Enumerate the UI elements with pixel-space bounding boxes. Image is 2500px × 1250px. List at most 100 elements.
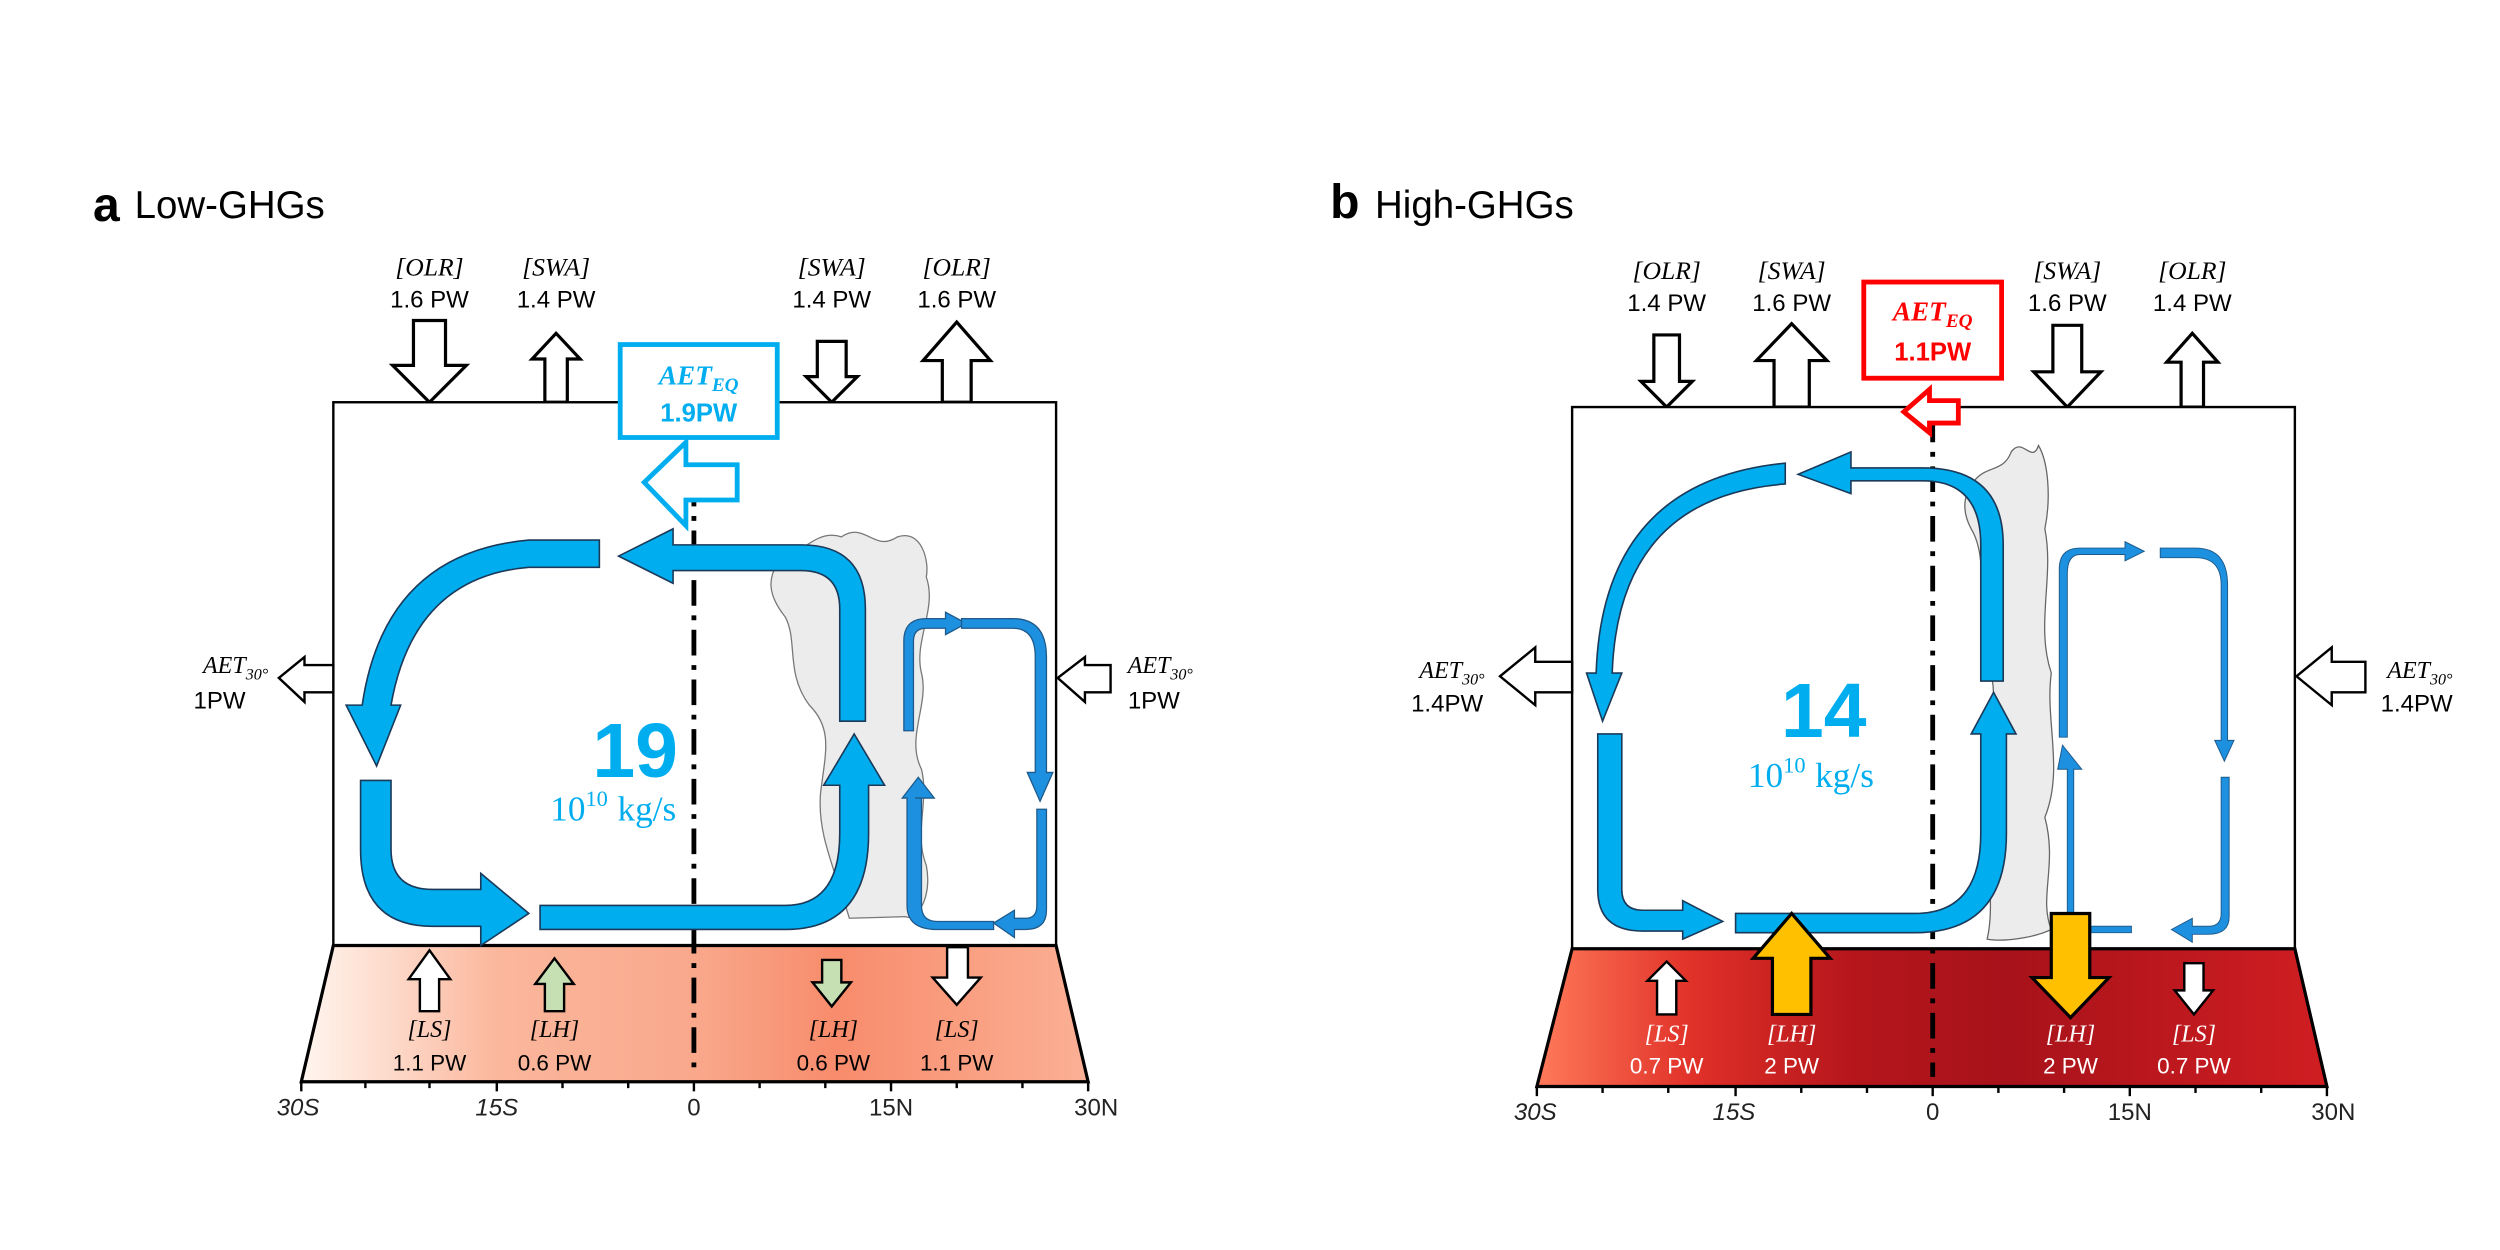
aet-eq-value: 1.9PW [660, 399, 738, 427]
aet30-right-value: 1PW [1128, 687, 1180, 714]
aet-eq-box [617, 342, 780, 440]
aet30-right-label: AET30° [2385, 658, 2453, 688]
ls-up-arrow-icon [1644, 959, 1689, 1016]
x-tick-label: 30N [2311, 1099, 2355, 1126]
aet30-left-arrow-icon [1498, 644, 1574, 708]
toa-label: [OLR] [2158, 256, 2226, 285]
x-tick-label: 30S [277, 1094, 320, 1121]
toa-value: 1.6 PW [1752, 290, 1831, 317]
surface-value: 0.6 PW [518, 1051, 592, 1076]
toa-label: [OLR] [923, 253, 991, 282]
aet30-left-label: AET30° [201, 653, 269, 683]
ls-down-arrow-icon [2172, 961, 2216, 1017]
olr-down-arrow-icon [388, 318, 471, 405]
surface-label: [LH] [1767, 1022, 1816, 1048]
surface-label: [LS] [935, 1017, 979, 1043]
x-tick-labels: 30S 15S 0 15N 30N [1514, 1099, 2355, 1126]
toa-label: [SWA] [798, 253, 866, 282]
panel-a: a Low-GHGs [OLR] 1.6 PW [SWA] 1.4 PW [SW… [93, 178, 1193, 1121]
hadley-circulation [1585, 450, 2018, 941]
aet30-right-arrow-icon [2294, 644, 2367, 708]
lower-branch-arrow-icon [1734, 690, 2018, 934]
aet-eq-arrow-icon [1900, 384, 1961, 438]
swa-down-arrow-icon [802, 339, 862, 405]
olr-up-arrow-icon [2163, 330, 2222, 409]
aet30-right-label: AET30° [1126, 653, 1194, 683]
toa-value: 1.6 PW [390, 287, 469, 314]
lh-down-arrow-icon [2028, 911, 2113, 1020]
x-tick-label: 15N [2108, 1099, 2152, 1126]
aet30-left-value: 1.4PW [1411, 691, 1483, 718]
surface-label: [LS] [407, 1017, 451, 1043]
upper-branch-arrow-icon [616, 527, 867, 722]
surface-value: 0.7 PW [2157, 1054, 2231, 1079]
surface-label: [LH] [809, 1017, 858, 1043]
olr-down-arrow-icon [1637, 333, 1697, 410]
x-tick-label: 0 [687, 1094, 700, 1121]
swa-up-arrow-icon [1752, 321, 1831, 409]
surface-labels: [LS] 0.7 PW [LH] 2 PW [LH] 2 PW [LS] 0.7… [1630, 1022, 2232, 1079]
surface-value: 2 PW [1764, 1054, 1820, 1079]
cell-bottom-arrow-icon [992, 808, 1048, 939]
cell-right-arrow-icon [2159, 547, 2235, 763]
aet30-left-label: AET30° [1417, 658, 1485, 688]
lower-left-arrow-icon [1596, 733, 1725, 941]
descending-arrow-icon [344, 539, 601, 768]
lh-up-arrow-icon [532, 956, 577, 1013]
lower-branch-arrow-icon [539, 732, 887, 931]
x-axis [300, 1081, 1090, 1092]
toa-value: 1.4 PW [2153, 290, 2232, 317]
aet30-left-value: 1PW [194, 687, 246, 714]
aet30-left-arrow-icon [277, 654, 335, 705]
surface-label: [LS] [1645, 1022, 1689, 1048]
aet30-right-arrow-icon [1055, 654, 1112, 705]
x-tick-label: 0 [1926, 1099, 1939, 1126]
toa-label: [SWA] [1758, 256, 1826, 285]
cell-top-arrow-icon [2058, 540, 2146, 738]
surface-value: 0.7 PW [1630, 1054, 1704, 1079]
toa-value: 1.4 PW [517, 287, 596, 314]
panel-b-letter: b [1330, 175, 1359, 229]
toa-label: [OLR] [395, 253, 463, 282]
cell-top-arrow-icon [903, 611, 968, 732]
aet-eq-box [1861, 279, 2005, 381]
x-tick-labels: 30S 15S 0 15N 30N [277, 1094, 1118, 1121]
aet-eq-label: AETEQ [1891, 297, 1973, 332]
x-axis [1535, 1086, 2329, 1097]
toa-label: [SWA] [522, 253, 590, 282]
swa-up-arrow-icon [528, 330, 584, 404]
surface-label: [LS] [2172, 1022, 2216, 1048]
x-tick-label: 15N [869, 1094, 913, 1121]
panel-b-title: High-GHGs [1375, 184, 1574, 227]
toa-value: 1.6 PW [917, 287, 996, 314]
olr-up-arrow-icon [919, 319, 994, 404]
lh-down-arrow-icon [809, 958, 854, 1009]
aet-eq-label: AETEQ [657, 361, 739, 396]
panel-a-letter: a [93, 178, 121, 232]
surface-labels: [LS] 1.1 PW [LH] 0.6 PW [LH] 0.6 PW [LS]… [393, 1017, 995, 1076]
aet30-right-value: 1.4PW [2381, 691, 2453, 718]
mass-flux-value: 14 [1781, 668, 1867, 754]
mass-flux-value: 19 [592, 708, 678, 794]
descending-arrow-icon [1585, 462, 1787, 724]
surface-value: 0.6 PW [797, 1051, 871, 1076]
upper-branch-arrow-icon [1795, 450, 2005, 682]
cell-up-arrow-icon [900, 776, 995, 931]
lh-up-arrow-icon [1749, 910, 1834, 1017]
aet-eq-value: 1.1PW [1894, 339, 1972, 367]
panel-a-title: Low-GHGs [135, 184, 325, 227]
x-tick-label: 30N [1074, 1094, 1118, 1121]
ls-up-arrow-icon [406, 948, 453, 1013]
cell-bottom-arrow-icon [2170, 776, 2230, 944]
x-tick-label: 30S [1514, 1099, 1557, 1126]
toa-label: [OLR] [1632, 256, 1700, 285]
surface-label: [LH] [2046, 1022, 2095, 1048]
toa-labels: [OLR] 1.6 PW [SWA] 1.4 PW [SWA] 1.4 PW [… [390, 253, 996, 314]
toa-value: 1.4 PW [1627, 290, 1706, 317]
toa-value: 1.6 PW [2028, 290, 2107, 317]
lower-left-arrow-icon [359, 779, 531, 948]
secondary-cell [900, 611, 1054, 939]
